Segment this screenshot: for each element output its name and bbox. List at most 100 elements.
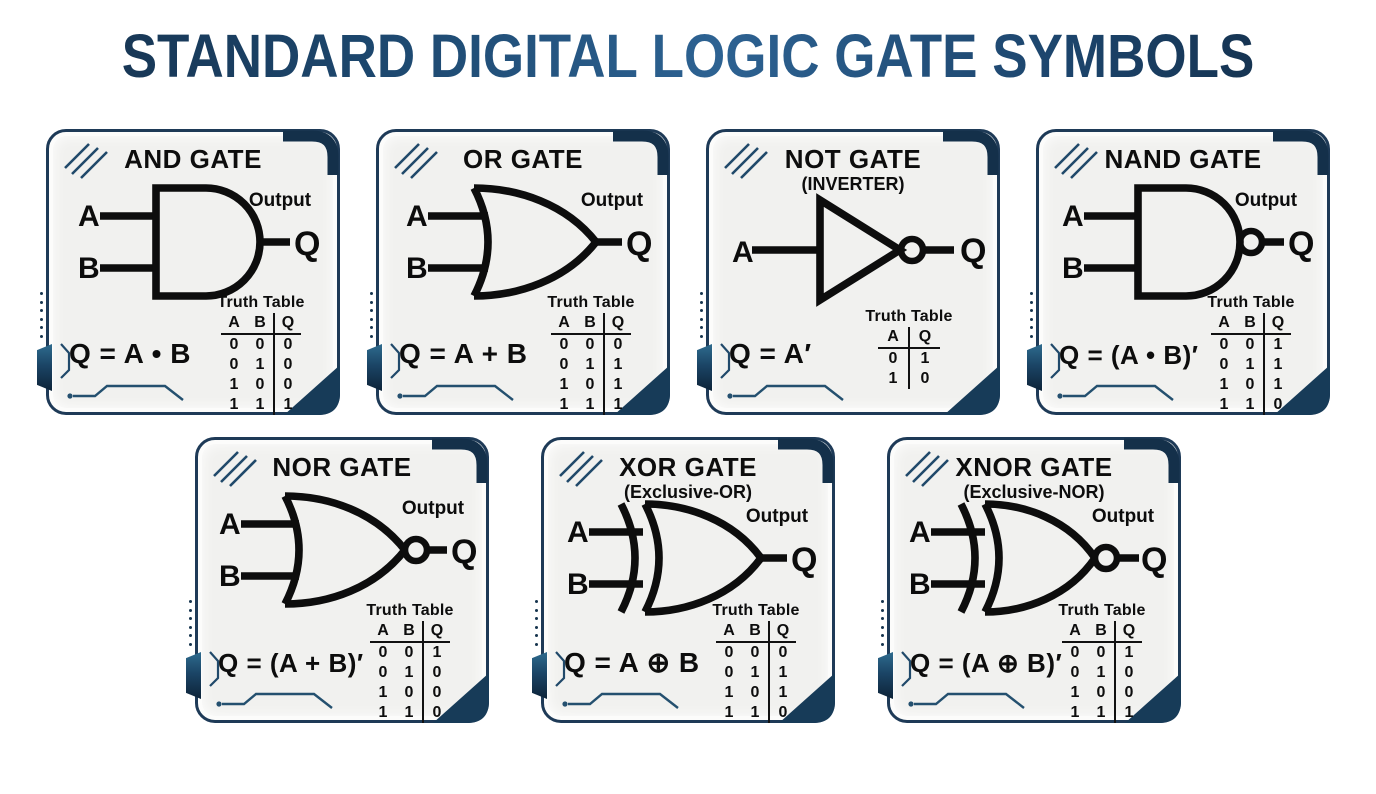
gate-equation: Q = (A ⊕ B)′ bbox=[910, 648, 1063, 678]
inverter-bubble bbox=[1091, 543, 1121, 573]
edge-dots-icon bbox=[880, 600, 885, 646]
truth-table-cell: 0 bbox=[422, 663, 450, 683]
truth-table-cell: 1 bbox=[1114, 642, 1142, 663]
truth-table-cell: 0 bbox=[1096, 684, 1106, 701]
gate-symbol: A B Output Q bbox=[909, 500, 1167, 616]
gate-card-nand: NAND GATE A B Output Q Q = (A • B)′ Trut… bbox=[1027, 129, 1330, 415]
gate-symbol-paths bbox=[589, 500, 787, 616]
card-panel bbox=[713, 136, 993, 408]
truth-table-header-cell: B bbox=[742, 621, 769, 643]
truth-table-cell: 0 bbox=[1070, 644, 1080, 661]
truth-table-cell: 1 bbox=[1245, 356, 1255, 373]
truth-table-header-cell: B bbox=[396, 621, 423, 643]
truth-table-cell: 0 bbox=[422, 703, 450, 723]
truth-table-cell: 1 bbox=[422, 642, 450, 663]
truth-table-header-cell: B bbox=[247, 313, 274, 335]
truth-table-cell: 1 bbox=[255, 356, 265, 373]
output-q-label: Q bbox=[451, 533, 477, 571]
truth-table-cell: 0 bbox=[1114, 683, 1142, 703]
inverter-bubble bbox=[1236, 227, 1266, 257]
gate-title: XNOR GATE bbox=[955, 452, 1113, 482]
output-q-label: Q bbox=[1141, 541, 1167, 579]
truth-table-cell: 1 bbox=[559, 376, 569, 393]
input-label-a: A bbox=[1062, 200, 1084, 233]
truth-table-cell: 1 bbox=[1219, 376, 1229, 393]
truth-table-header-cell: A bbox=[551, 313, 577, 335]
truth-table-header-cell: Q bbox=[1114, 621, 1142, 643]
truth-table-cell: 0 bbox=[273, 334, 301, 355]
truth-table-cell: 1 bbox=[1070, 684, 1080, 701]
gate-symbol: A B Output Q bbox=[78, 184, 320, 300]
truth-table-cell: 0 bbox=[378, 664, 388, 681]
truth-table-header-cell: B bbox=[577, 313, 604, 335]
truth-table-header-cell: A bbox=[716, 621, 742, 643]
truth-table-cell: 0 bbox=[1245, 336, 1255, 353]
truth-table-cell: 1 bbox=[1263, 355, 1291, 375]
output-q-label: Q bbox=[294, 225, 320, 263]
truth-table-cell: 0 bbox=[750, 644, 760, 661]
truth-table-cell: 0 bbox=[750, 684, 760, 701]
truth-table-cell: 0 bbox=[603, 334, 631, 355]
truth-table-cell: 0 bbox=[1096, 644, 1106, 661]
gate-equation: Q = A • B bbox=[69, 338, 191, 369]
gate-equation: Q = A′ bbox=[729, 338, 812, 369]
truth-table-cell: 0 bbox=[768, 642, 796, 663]
truth-table-header-cell: Q bbox=[1263, 313, 1291, 335]
gate-subtitle: (Exclusive-OR) bbox=[623, 481, 753, 502]
truth-table-cell: 1 bbox=[908, 348, 940, 369]
truth-table-title: Truth Table bbox=[1207, 294, 1295, 311]
truth-table-title: Truth Table bbox=[547, 294, 635, 311]
truth-table-header-cell: A bbox=[221, 313, 247, 335]
truth-table-cell: 1 bbox=[273, 395, 301, 415]
gate-row-1: AND GATE A B Output Q Q = A • B Truth Ta… bbox=[0, 129, 1376, 415]
inverter-bubble bbox=[897, 235, 927, 265]
gate-title: OR GATE bbox=[462, 144, 584, 174]
truth-table-header-cell: Q bbox=[908, 327, 940, 349]
truth-table-cell: 0 bbox=[908, 369, 940, 389]
truth-table-cell: 0 bbox=[1245, 376, 1255, 393]
truth-table-header-cell: Q bbox=[603, 313, 631, 335]
truth-table-cell: 0 bbox=[273, 375, 301, 395]
gate-symbol-paths bbox=[1084, 184, 1284, 300]
truth-table-cell: 1 bbox=[1245, 396, 1255, 413]
truth-table-cell: 0 bbox=[585, 336, 595, 353]
truth-table-cell: 1 bbox=[603, 355, 631, 375]
edge-tab-icon bbox=[878, 652, 893, 699]
page-title: STANDARD DIGITAL LOGIC GATE SYMBOLS bbox=[0, 26, 1376, 87]
truth-table-header-cell: Q bbox=[273, 313, 301, 335]
truth-table-cell: 0 bbox=[1070, 664, 1080, 681]
output-q-label: Q bbox=[626, 225, 652, 263]
gate-symbol: A B Output Q bbox=[567, 500, 817, 616]
truth-table-cell: 1 bbox=[768, 663, 796, 683]
truth-table-cell: 1 bbox=[1114, 703, 1142, 723]
gate-equation: Q = (A + B)′ bbox=[218, 648, 364, 678]
truth-table-header-cell: A bbox=[370, 621, 396, 643]
edge-tab-icon bbox=[186, 652, 201, 699]
truth-table-cell: 1 bbox=[1096, 704, 1106, 721]
truth-table-header-cell: A bbox=[1062, 621, 1088, 643]
truth-table-cell: 1 bbox=[1263, 375, 1291, 395]
gate-card-nor: NOR GATE A B Output Q Q = (A + B)′ Truth… bbox=[186, 437, 489, 723]
gate-equation: Q = (A • B)′ bbox=[1059, 340, 1199, 370]
gate-card-xor: XOR GATE (Exclusive-OR) A B Output Q Q =… bbox=[532, 437, 835, 723]
